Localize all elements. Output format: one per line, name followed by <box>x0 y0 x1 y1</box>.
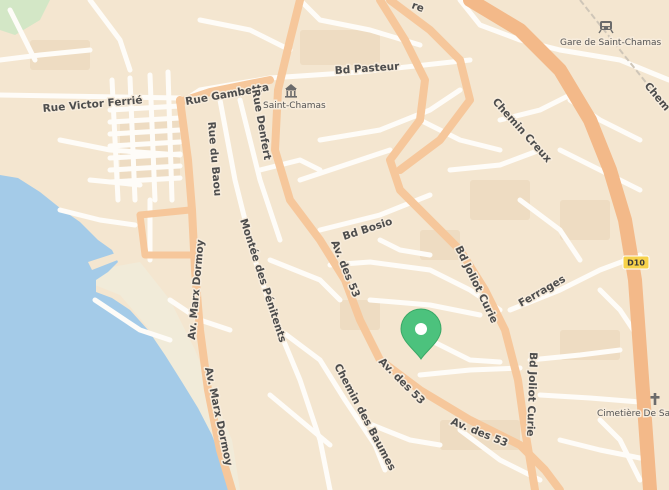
shield-label: D10 <box>627 259 645 268</box>
town-hall-icon[interactable] <box>285 84 297 98</box>
road-shield-d10[interactable]: D10 <box>622 255 650 270</box>
harbor-jetty <box>88 250 128 270</box>
major-roads <box>136 0 564 490</box>
pin-center-dot <box>415 323 427 335</box>
cemetery-cross-icon[interactable] <box>650 393 660 405</box>
lake-water <box>0 175 228 490</box>
poi-gare-saint-chamas[interactable]: Gare de Saint-Chamas <box>559 37 663 50</box>
park-area <box>0 0 50 35</box>
location-pin-icon[interactable] <box>400 308 442 360</box>
primary-road-d10 <box>463 0 657 490</box>
poi-cimetiere[interactable]: Cimetière De Sain <box>596 407 669 421</box>
train-station-icon[interactable] <box>598 21 614 34</box>
label-bd-joliot-curie-lower: Bd Joliot Curie <box>524 352 539 437</box>
street-grid <box>107 69 183 203</box>
poi-saint-chamas[interactable]: Saint-Chamas <box>262 100 328 113</box>
